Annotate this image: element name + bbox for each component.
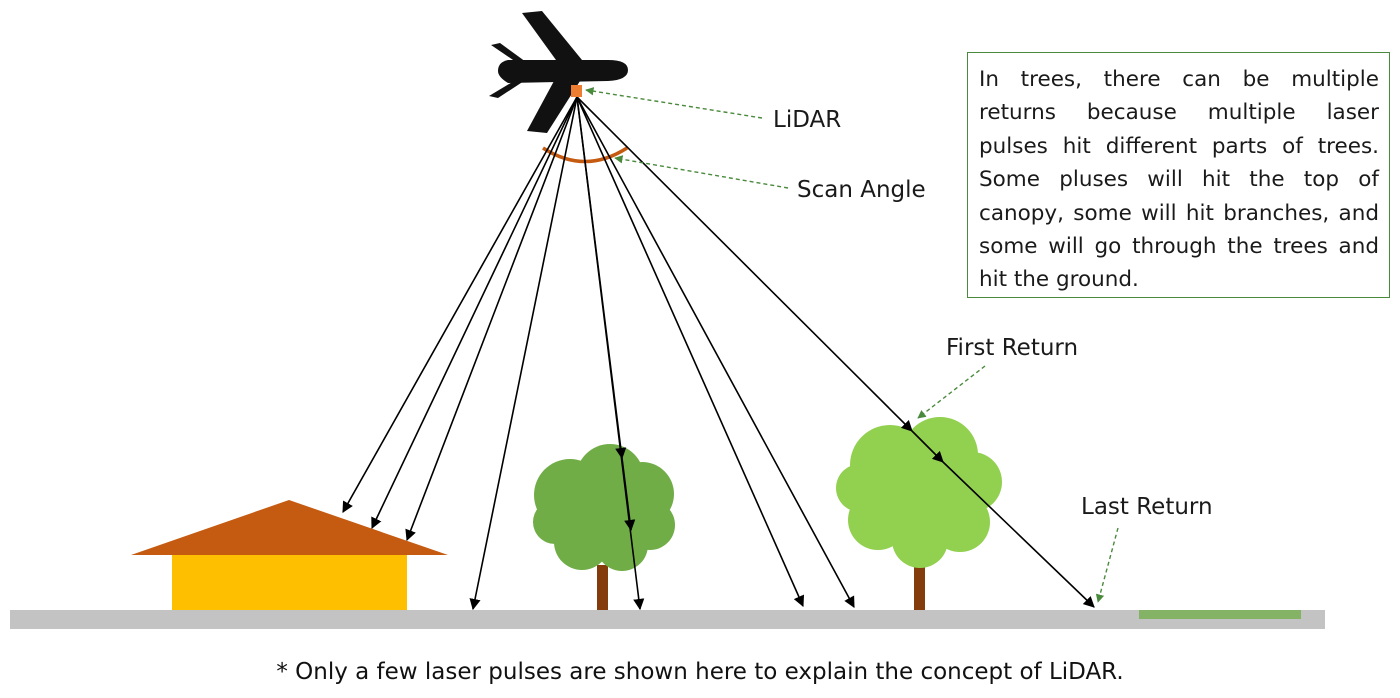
laser-pulse: [576, 96, 645, 611]
laser-pulse: [942, 461, 1095, 608]
laser-pulse: [576, 96, 913, 432]
scan-angle-pointer: [614, 155, 789, 189]
laser-pulse: [911, 430, 944, 463]
last-return-label: Last Return: [1081, 494, 1213, 520]
laser-pulse: [576, 96, 805, 608]
tree-right-trunk: [914, 552, 925, 610]
explanation-text: In trees, there can be multiple returns …: [979, 67, 1379, 293]
annotation-pointers: [585, 87, 1119, 603]
first-return-label: First Return: [946, 335, 1079, 361]
laser-pulse: [342, 96, 578, 513]
lidar-pointer: [585, 87, 763, 119]
tree-right: [836, 417, 1002, 610]
laser-pulse: [576, 96, 855, 608]
explanation-note: In trees, there can be multiple returns …: [967, 52, 1390, 298]
laser-pulse: [469, 96, 578, 611]
scan-angle-label: Scan Angle: [797, 177, 926, 203]
ground: [10, 610, 1325, 629]
laser-pulse: [371, 96, 578, 530]
laser-pulses: [342, 96, 1095, 611]
lidar-sensor: [571, 85, 582, 97]
house-wall: [172, 555, 407, 610]
airplane-icon: [489, 11, 628, 133]
first-return-pointer: [917, 365, 986, 419]
tree-left: [533, 444, 675, 610]
house-roof: [131, 500, 448, 555]
lidar-label: LiDAR: [773, 107, 842, 133]
tree-left-trunk: [597, 565, 608, 610]
laser-pulse: [405, 96, 578, 542]
last-return-pointer: [1095, 527, 1119, 603]
footnote: * Only a few laser pulses are shown here…: [276, 659, 1124, 685]
grass-patch: [1139, 610, 1301, 619]
